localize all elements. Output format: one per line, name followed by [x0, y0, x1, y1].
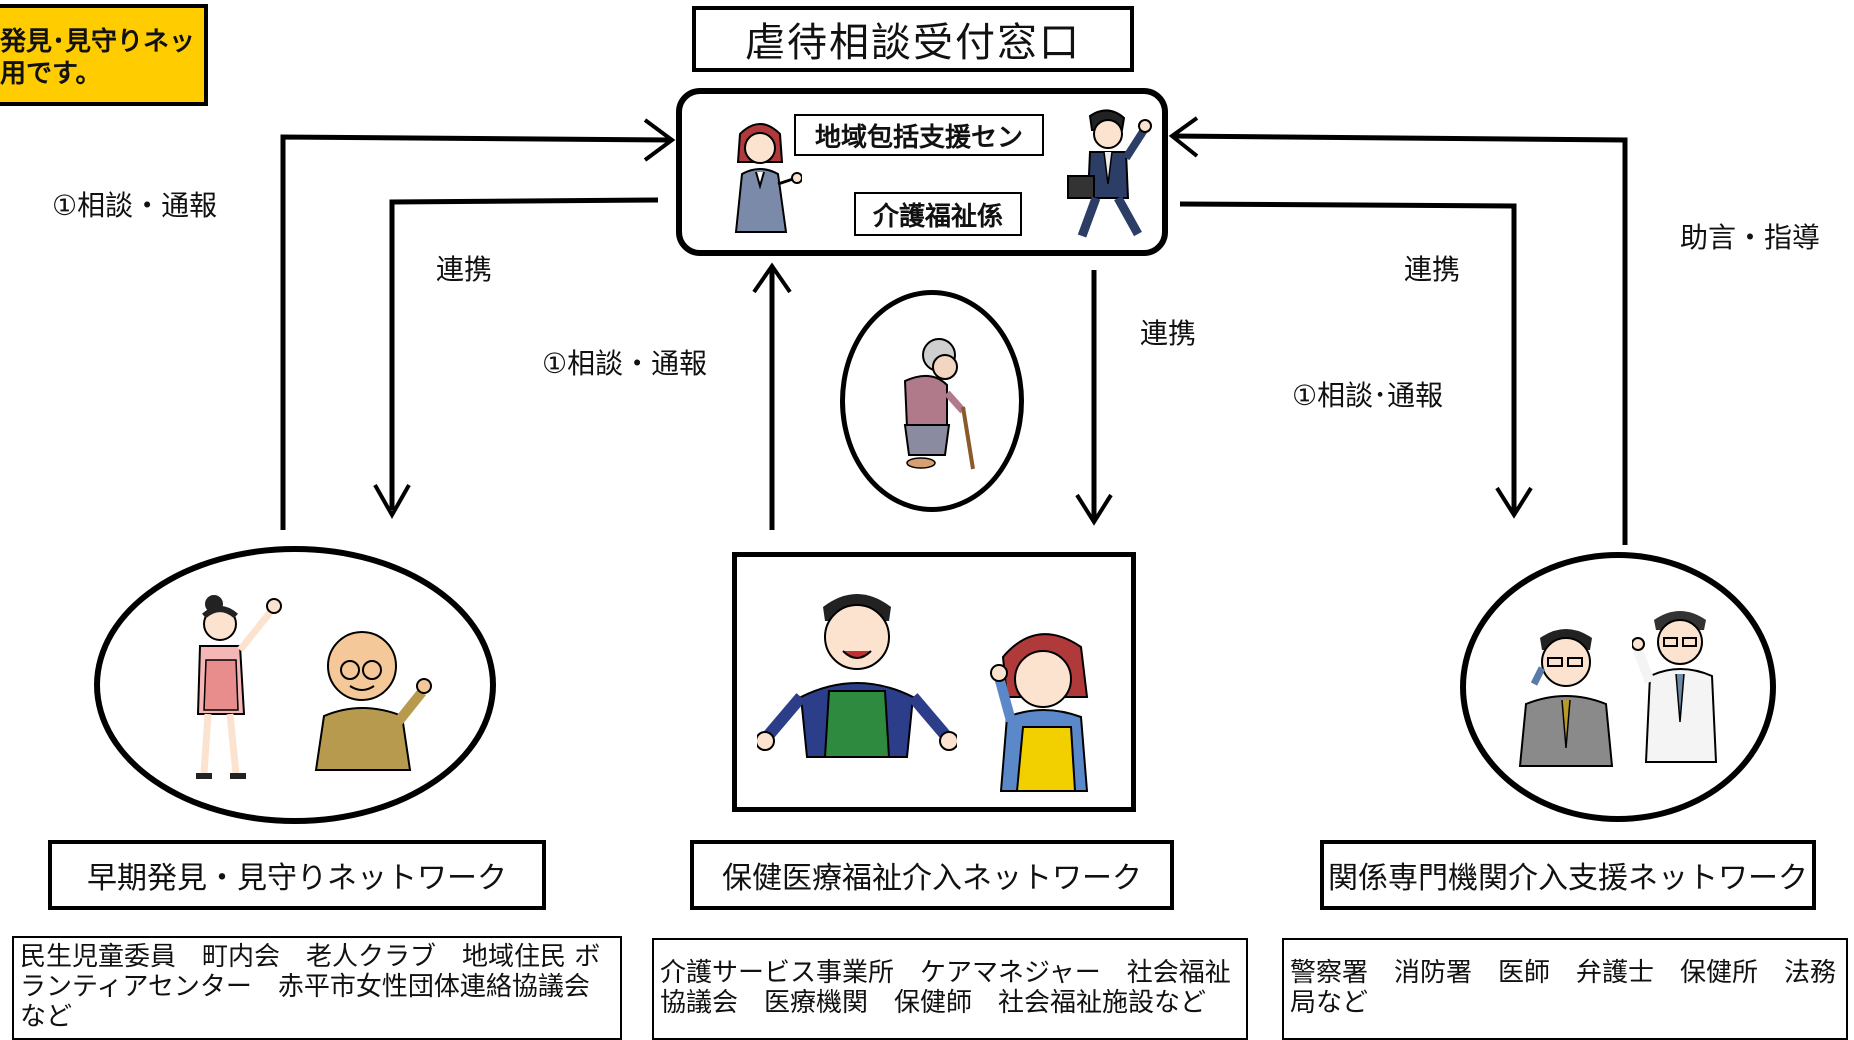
doctor-icon [1632, 611, 1718, 763]
label-left-consult: ①相談・通報 [52, 189, 218, 222]
label-advice: 助言・指導 [1680, 221, 1821, 254]
label-middle-cooperation: 連携 [1140, 317, 1197, 350]
bald-man-glasses-icon [314, 631, 432, 771]
corner-note: 発見･見守りネッ 用です。 [0, 4, 208, 106]
early-detection-circle [94, 546, 496, 824]
members-specialist: 警察署 消防署 医師 弁護士 保健所 法務局など [1282, 938, 1848, 1040]
man-running-icon [1067, 109, 1152, 238]
network-title-specialist: 関係専門機関介入支援ネットワーク [1320, 840, 1816, 910]
arrow-left-consult [280, 134, 673, 530]
elderly-woman-cane-icon [903, 338, 975, 470]
members-early-detection: 民生児童委員 町内会 老人クラブ 地域住民 ボランティアセンター 赤平市女性団体… [12, 936, 622, 1040]
label-middle-consult: ①相談・通報 [542, 347, 708, 380]
woman-apron-icon [196, 595, 282, 779]
arrow-right-cooperation [1179, 201, 1517, 512]
arrow-right-advice [1171, 133, 1628, 545]
arrow-left-cooperation [389, 197, 659, 510]
elderly-circle [840, 290, 1024, 512]
label-left-cooperation: 連携 [436, 253, 493, 286]
network-title-health-welfare: 保健医療福祉介入ネットワーク [690, 840, 1174, 910]
specialist-circle [1460, 552, 1776, 822]
health-welfare-box [732, 552, 1136, 812]
woman-listening-icon [990, 633, 1089, 792]
center-office-frame: 地域包括支援セン 介護福祉係 [676, 88, 1168, 256]
woman-staff-icon [734, 123, 802, 233]
page-title: 虐待相談受付窓口 [692, 6, 1134, 72]
center-name-label: 地域包括支援セン [794, 114, 1044, 156]
center-section-label: 介護福祉係 [854, 192, 1022, 236]
label-right-consult: ①相談･通報 [1292, 379, 1444, 412]
label-right-cooperation: 連携 [1404, 253, 1461, 286]
network-title-early-detection: 早期発見・見守りネットワーク [48, 840, 546, 910]
members-health-welfare: 介護サービス事業所 ケアマネジャー 社会福祉協議会 医療機関 保健師 社会福祉施… [652, 938, 1248, 1040]
man-apron-icon [757, 594, 957, 758]
man-phone-icon [1518, 629, 1614, 767]
